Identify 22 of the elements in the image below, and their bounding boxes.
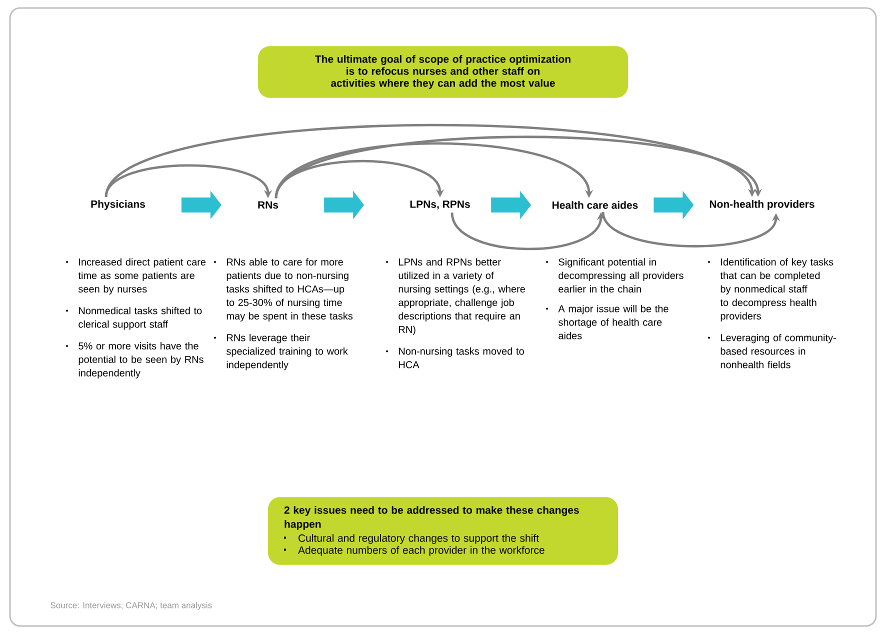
bullet-text: Non-nursing tasks moved to HCA — [399, 347, 524, 368]
bullet-text: Increased direct patient care time as some patients are seen by nurses — [78, 258, 206, 295]
bullet-text: Identification of key tasks that can be completed by nonmedical staff to decompress health providers — [720, 258, 834, 322]
bullet-text: A major issue will be the shortage of health care aides — [558, 304, 668, 340]
stage-label: Health care aides — [552, 201, 638, 209]
source-note: Source: Interviews; CARNA; team analysis — [50, 602, 212, 610]
bullet-text: Leveraging of community-based resources in nonhealth fields — [720, 334, 836, 368]
curved-arrow — [274, 136, 762, 199]
goal-box: The ultimate goal of scope of practice optimization is to refocus nurses and other staff on activities where they can add the most value — [258, 46, 628, 98]
stage-label: RNs — [258, 201, 278, 209]
issues-box: 2 key issues need to be addressed to make these changes happen Cultural and regulatory changes to support the shift Adequate numbers of each provider in the workforce — [268, 497, 618, 565]
bullet-text: 5% or more visits have the potential to be seen by RNs independently — [78, 342, 204, 378]
curved-arrow — [104, 124, 756, 198]
curved-arrow — [274, 142, 594, 199]
stage-label: Physicians — [91, 200, 145, 210]
stage-label: Non-health providers — [710, 200, 814, 210]
bullet-text: RNs leverage their specialized training to work independently — [226, 334, 348, 370]
bullet-text: RNs able to care for more patients due to non-nursing tasks shifted to HCAs—up to 25-30% of nursing time may be spent in these tasks — [226, 258, 353, 322]
bullet-text: Significant potential in decompressing all providers earlier in the chain — [558, 258, 684, 293]
bullet-text: LPNs and RPNs better utilized in a variety of nursing settings (e.g., where appropriate, challenge job descriptions that require an RN) — [398, 258, 526, 336]
stage-label: LPNs, RPNs — [410, 200, 470, 210]
bullet-text: Nonmedical tasks shifted to clerical support staff — [78, 306, 202, 330]
